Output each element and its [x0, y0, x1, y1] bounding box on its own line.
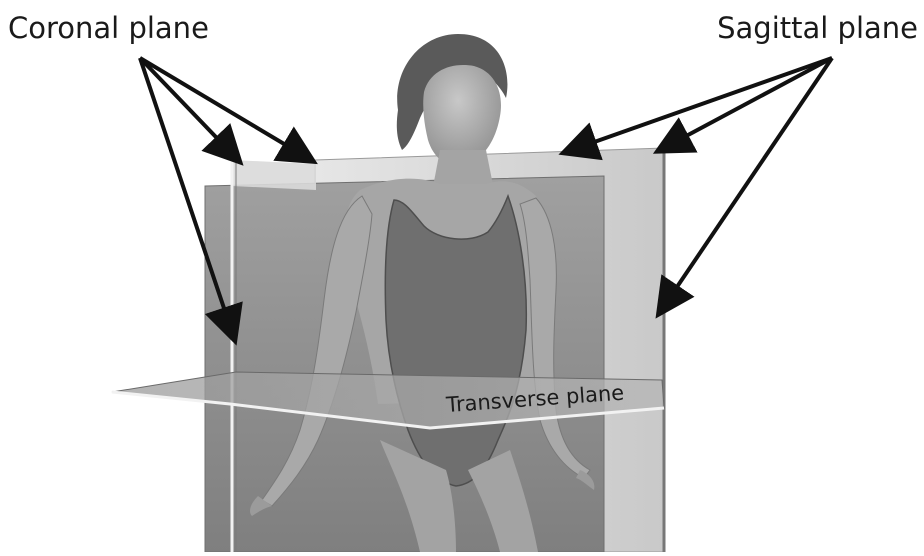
coronal-plane-label: Coronal plane — [8, 14, 209, 43]
sagittal-arrow-1 — [566, 58, 832, 152]
sagittal-arrow-3 — [660, 58, 832, 312]
sagittal-arrow-2 — [660, 58, 832, 150]
sagittal-plane-label: Sagittal plane — [717, 14, 918, 43]
